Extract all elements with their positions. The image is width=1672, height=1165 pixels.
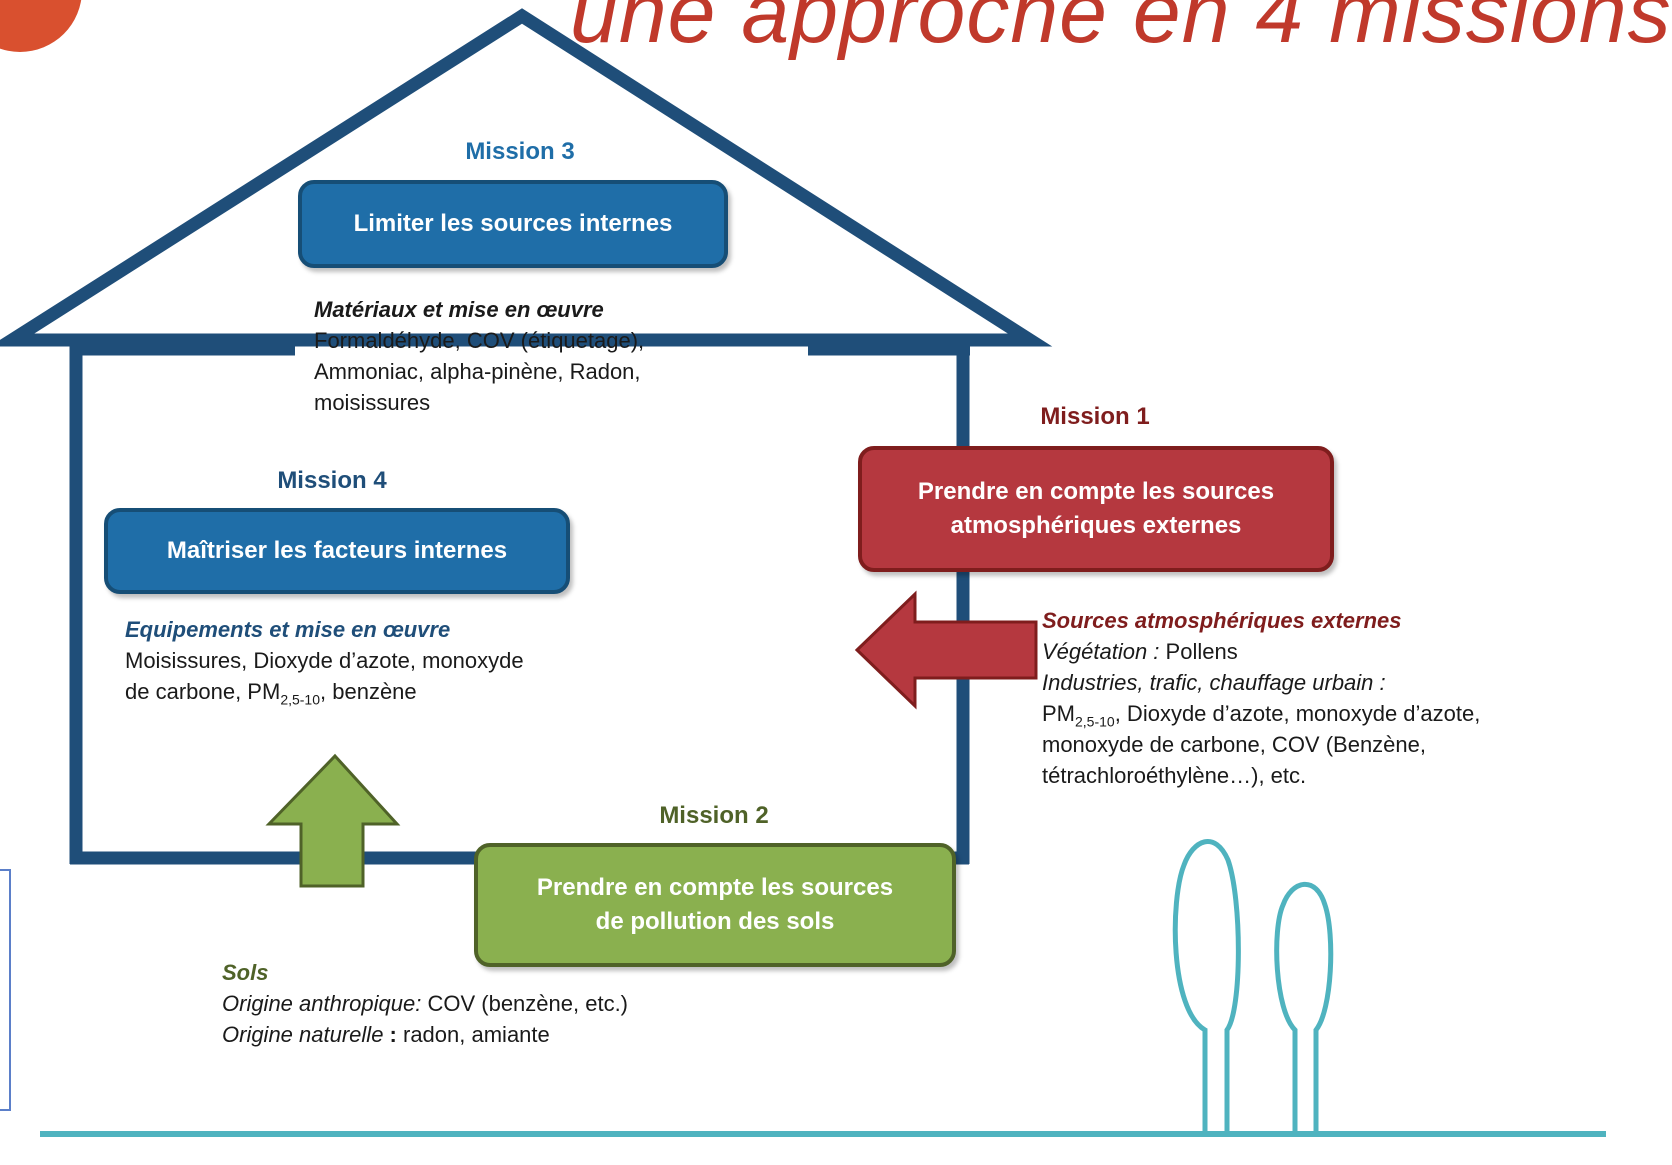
mission4-line-2-sub: 2,5-10 xyxy=(280,691,321,708)
mission1-pm-post: , Dioxyde d’azote, monoxyde d’azote, xyxy=(1114,701,1481,726)
mission1-details: Sources atmosphériques externes Végétati… xyxy=(1042,605,1480,791)
mission1-heading: Sources atmosphériques externes xyxy=(1042,608,1402,633)
mission2-label: Mission 2 xyxy=(659,802,769,829)
mission1-pm-line: PM2,5-10, Dioxyde d’azote, monoxyde d’az… xyxy=(1042,698,1480,729)
mission4-box: Maîtriser les facteurs internes xyxy=(104,508,570,594)
mission2-box: Prendre en compte les sources de polluti… xyxy=(474,843,956,967)
mission2-heading: Sols xyxy=(222,960,269,985)
mission4-line-1: Moisissures, Dioxyde d’azote, monoxyde xyxy=(125,648,524,673)
mission1-line-b: tétrachloroéthylène…), etc. xyxy=(1042,763,1307,788)
mission4-box-text: Maîtriser les facteurs internes xyxy=(166,537,508,564)
mission3-line-3: moisissures xyxy=(314,390,431,415)
mission1-label: Mission 1 xyxy=(1040,403,1150,430)
mission3-box: Limiter les sources internes xyxy=(298,180,728,268)
mission1-pm-sub: 2,5-10 xyxy=(1075,713,1115,730)
mission3-details: Matériaux et mise en œuvre Formaldéhyde,… xyxy=(314,294,644,418)
mission2-arrow xyxy=(265,753,401,888)
mission3-label: Mission 3 xyxy=(465,138,575,165)
mission4-details: Equipements et mise en œuvre Moisissures… xyxy=(125,614,524,707)
mission2-anthropic: Origine anthropique: COV (benzène, etc.) xyxy=(222,988,628,1019)
mission4-line-2-pre: de carbone, PM xyxy=(125,679,281,704)
mission2-details: Sols Origine anthropique: COV (benzène, … xyxy=(222,957,628,1050)
mission2-natural: Origine naturelle : radon, amiante xyxy=(222,1019,628,1050)
slide-title: une approche en 4 missions xyxy=(570,0,1672,61)
mission2-box-line-2: de pollution des sols xyxy=(595,908,835,935)
mission2-anthropic-label: Origine anthropique: xyxy=(222,991,422,1016)
house-roof xyxy=(0,8,1053,347)
mission1-industries: Industries, trafic, chauffage urbain : xyxy=(1042,670,1386,695)
diagram-graphics xyxy=(0,0,1606,1137)
mission2-natural-value: radon, amiante xyxy=(403,1022,550,1047)
mission1-arrow xyxy=(854,590,1038,710)
mission1-box-line-1: Prendre en compte les sources xyxy=(917,478,1275,505)
mission4-label: Mission 4 xyxy=(277,467,387,494)
corner-decoration xyxy=(0,0,82,52)
mission4-line-2: de carbone, PM2,5-10, benzène xyxy=(125,676,524,707)
mission4-line-2-post: , benzène xyxy=(320,679,417,704)
mission4-heading: Equipements et mise en œuvre xyxy=(125,617,451,642)
mission2-anthropic-value: COV (benzène, etc.) xyxy=(421,991,629,1016)
tree-right-icon xyxy=(1274,881,1334,1133)
tree-left-icon xyxy=(1172,839,1241,1133)
mission1-vegetation-label: Végétation : xyxy=(1042,639,1166,664)
mission2-natural-label: Origine naturelle xyxy=(222,1022,384,1047)
mission3-box-text: Limiter les sources internes xyxy=(353,210,673,237)
mission3-line-2: Ammoniac, alpha-pinène, Radon, xyxy=(314,359,641,384)
mission1-box: Prendre en compte les sources atmosphéri… xyxy=(858,446,1334,572)
side-frame xyxy=(0,869,11,1111)
mission1-pm-pre: PM xyxy=(1042,701,1075,726)
mission3-line-1: Formaldéhyde, COV (étiquetage), xyxy=(314,328,645,353)
mission1-vegetation: Végétation : Pollens xyxy=(1042,636,1480,667)
mission2-natural-sep: : xyxy=(383,1022,403,1047)
mission1-box-line-2: atmosphériques externes xyxy=(950,512,1242,539)
mission1-vegetation-value: Pollens xyxy=(1165,639,1238,664)
mission3-heading: Matériaux et mise en œuvre xyxy=(314,297,604,322)
mission2-box-line-1: Prendre en compte les sources xyxy=(536,874,894,901)
mission1-line-a: monoxyde de carbone, COV (Benzène, xyxy=(1042,732,1427,757)
